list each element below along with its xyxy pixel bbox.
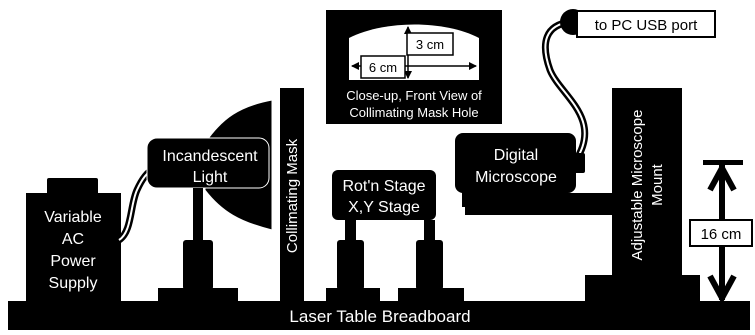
light-line-1: Incandescent bbox=[162, 148, 258, 165]
power-supply-line-1: Variable bbox=[44, 209, 102, 226]
lamp-base bbox=[158, 288, 238, 301]
breadboard: Laser Table Breadboard bbox=[8, 301, 750, 330]
mount-line-2: Mount bbox=[649, 163, 666, 206]
breadboard-label: Laser Table Breadboard bbox=[289, 307, 470, 326]
usb-label: to PC USB port bbox=[595, 17, 698, 34]
mask-label: Collimating Mask bbox=[284, 138, 301, 253]
power-supply-line-2: AC bbox=[62, 231, 84, 248]
mount-arm bbox=[465, 193, 620, 215]
sample-stage: Rot'n Stage X,Y Stage bbox=[326, 170, 464, 301]
closeup-caption-2: Collimating Mask Hole bbox=[349, 105, 478, 120]
microscope-mount: Adjustable Microscope Mount bbox=[465, 88, 700, 303]
closeup-width-label: 6 cm bbox=[369, 60, 397, 75]
microscope-body bbox=[455, 133, 576, 193]
height-marker-label: 16 cm bbox=[701, 226, 742, 243]
power-supply-line-3: Power bbox=[50, 253, 96, 270]
mount-base bbox=[585, 275, 700, 303]
closeup-caption-1: Close-up, Front View of bbox=[346, 88, 482, 103]
microscope-end-cap bbox=[573, 153, 585, 173]
power-supply: Variable AC Power Supply bbox=[26, 178, 121, 303]
usb-connector: to PC USB port bbox=[560, 9, 716, 38]
stage-line-1: Rot'n Stage bbox=[342, 178, 425, 195]
lamp-post bbox=[193, 188, 203, 242]
lamp-post-holder bbox=[183, 240, 213, 290]
power-supply-body bbox=[26, 193, 121, 303]
microscope-line-2: Microscope bbox=[475, 169, 557, 186]
mount-line-1: Adjustable Microscope bbox=[629, 110, 646, 261]
closeup-inset: 3 cm 6 cm Close-up, Front View of Collim… bbox=[326, 10, 502, 124]
mount-column bbox=[612, 88, 682, 278]
light-line-2: Light bbox=[193, 169, 228, 186]
power-supply-line-4: Supply bbox=[49, 275, 98, 292]
stage-top bbox=[332, 170, 436, 220]
microscope-line-1: Digital bbox=[494, 147, 538, 164]
stage-line-2: X,Y Stage bbox=[348, 199, 420, 216]
closeup-height-label: 3 cm bbox=[416, 37, 444, 52]
height-marker: 16 cm bbox=[689, 160, 753, 305]
lamp-housing bbox=[146, 137, 270, 189]
collimating-mask: Collimating Mask bbox=[280, 88, 304, 303]
power-supply-knob bbox=[47, 178, 98, 196]
incandescent-light: Incandescent Light bbox=[146, 99, 273, 301]
